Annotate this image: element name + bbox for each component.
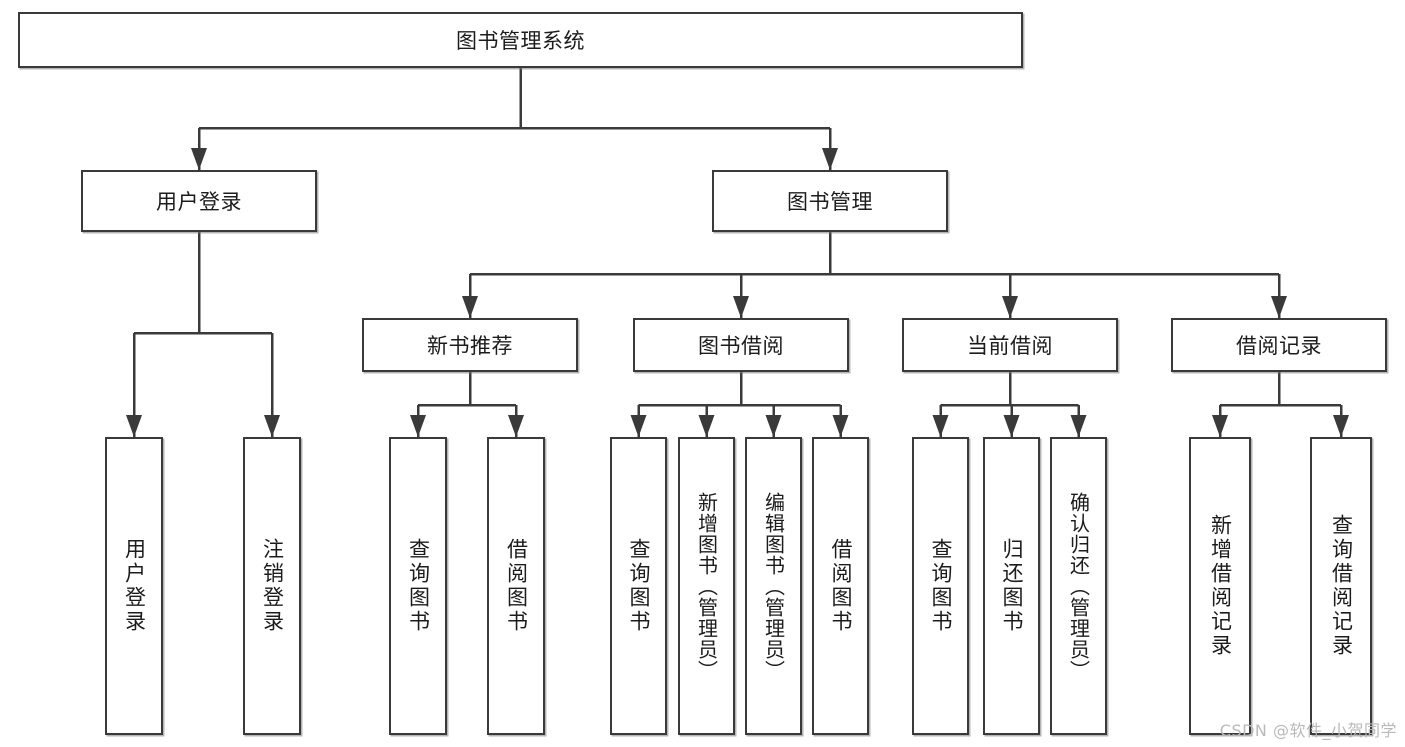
node-label: 新增图书（管理员）: [694, 491, 719, 681]
node-label: 用户登录: [122, 538, 147, 634]
arrowhead-bb-to-edit: [765, 415, 782, 437]
arrowhead-root-to-book-manage: [822, 148, 838, 170]
node-label: 借阅图书: [504, 538, 529, 634]
node-label: 图书管理系统: [456, 29, 585, 53]
node-label: 确认归还（管理员）: [1066, 491, 1091, 681]
node-leaf-edit-book-admin[interactable]: 编辑图书（管理员）: [745, 437, 802, 735]
node-leaf-query-book-2[interactable]: 查询图书: [610, 437, 667, 735]
node-label: 新书推荐: [427, 334, 513, 358]
node-book-manage[interactable]: 图书管理: [712, 170, 948, 232]
node-user-login[interactable]: 用户登录: [81, 170, 317, 232]
node-label: 查询图书: [929, 538, 953, 634]
node-leaf-add-borrow-record[interactable]: 新增借阅记录: [1189, 437, 1251, 735]
arrowhead-bb-to-query: [630, 415, 647, 437]
arrowhead-bm-to-borrow: [733, 296, 749, 318]
arrowhead-ul-to-leaf-logout: [264, 415, 280, 437]
arrowhead-br-to-add: [1212, 415, 1228, 437]
node-leaf-confirm-return-admin[interactable]: 确认归还（管理员）: [1050, 437, 1107, 735]
arrowhead-bm-to-recommend: [462, 296, 478, 318]
node-label: 借阅图书: [829, 538, 853, 634]
arrowhead-ul-to-leaf-login: [126, 415, 142, 437]
arrowhead-bm-to-current: [1002, 296, 1018, 318]
arrowhead-rec-to-query: [410, 415, 426, 437]
node-label: 查询图书: [406, 538, 431, 634]
node-label: 新增借阅记录: [1208, 514, 1233, 658]
arrowhead-root-to-user-login: [191, 148, 207, 170]
arrowhead-br-to-query: [1333, 415, 1349, 437]
node-label: 查询借阅记录: [1329, 514, 1354, 658]
node-leaf-query-book-3[interactable]: 查询图书: [912, 437, 969, 735]
arrowhead-bm-to-record: [1271, 296, 1287, 318]
node-leaf-borrow-book-2[interactable]: 借阅图书: [812, 437, 869, 735]
node-leaf-return-book[interactable]: 归还图书: [983, 437, 1040, 735]
arrowhead-cb-to-return: [1003, 415, 1020, 437]
node-leaf-borrow-book-1[interactable]: 借阅图书: [487, 437, 545, 735]
node-root[interactable]: 图书管理系统: [18, 12, 1023, 68]
node-label: 查询图书: [627, 538, 651, 634]
node-new-book-recommend[interactable]: 新书推荐: [362, 318, 578, 372]
node-label: 编辑图书（管理员）: [761, 491, 786, 681]
node-label: 图书管理: [787, 190, 873, 214]
arrowhead-bb-to-add: [698, 415, 715, 437]
arrowhead-bb-to-borrow: [832, 415, 849, 437]
node-label: 归还图书: [1000, 538, 1024, 634]
node-label: 注销登录: [260, 538, 285, 634]
node-leaf-user-logout[interactable]: 注销登录: [243, 437, 301, 735]
node-leaf-add-book-admin[interactable]: 新增图书（管理员）: [678, 437, 735, 735]
arrowhead-rec-to-borrow: [508, 415, 524, 437]
node-label: 当前借阅: [967, 334, 1053, 358]
node-book-borrow[interactable]: 图书借阅: [633, 318, 849, 372]
node-label: 图书借阅: [698, 334, 784, 358]
arrowhead-cb-to-query: [932, 415, 949, 437]
node-leaf-user-login[interactable]: 用户登录: [105, 437, 163, 735]
arrowhead-cb-to-confirm: [1070, 415, 1087, 437]
node-leaf-query-borrow-record[interactable]: 查询借阅记录: [1310, 437, 1372, 735]
node-current-borrow[interactable]: 当前借阅: [902, 318, 1118, 372]
node-label: 借阅记录: [1236, 334, 1322, 358]
node-borrow-record[interactable]: 借阅记录: [1171, 318, 1387, 372]
node-leaf-query-book-1[interactable]: 查询图书: [389, 437, 447, 735]
node-label: 用户登录: [156, 190, 242, 214]
watermark-label: CSDN @软件_小贺同学: [1219, 721, 1397, 740]
